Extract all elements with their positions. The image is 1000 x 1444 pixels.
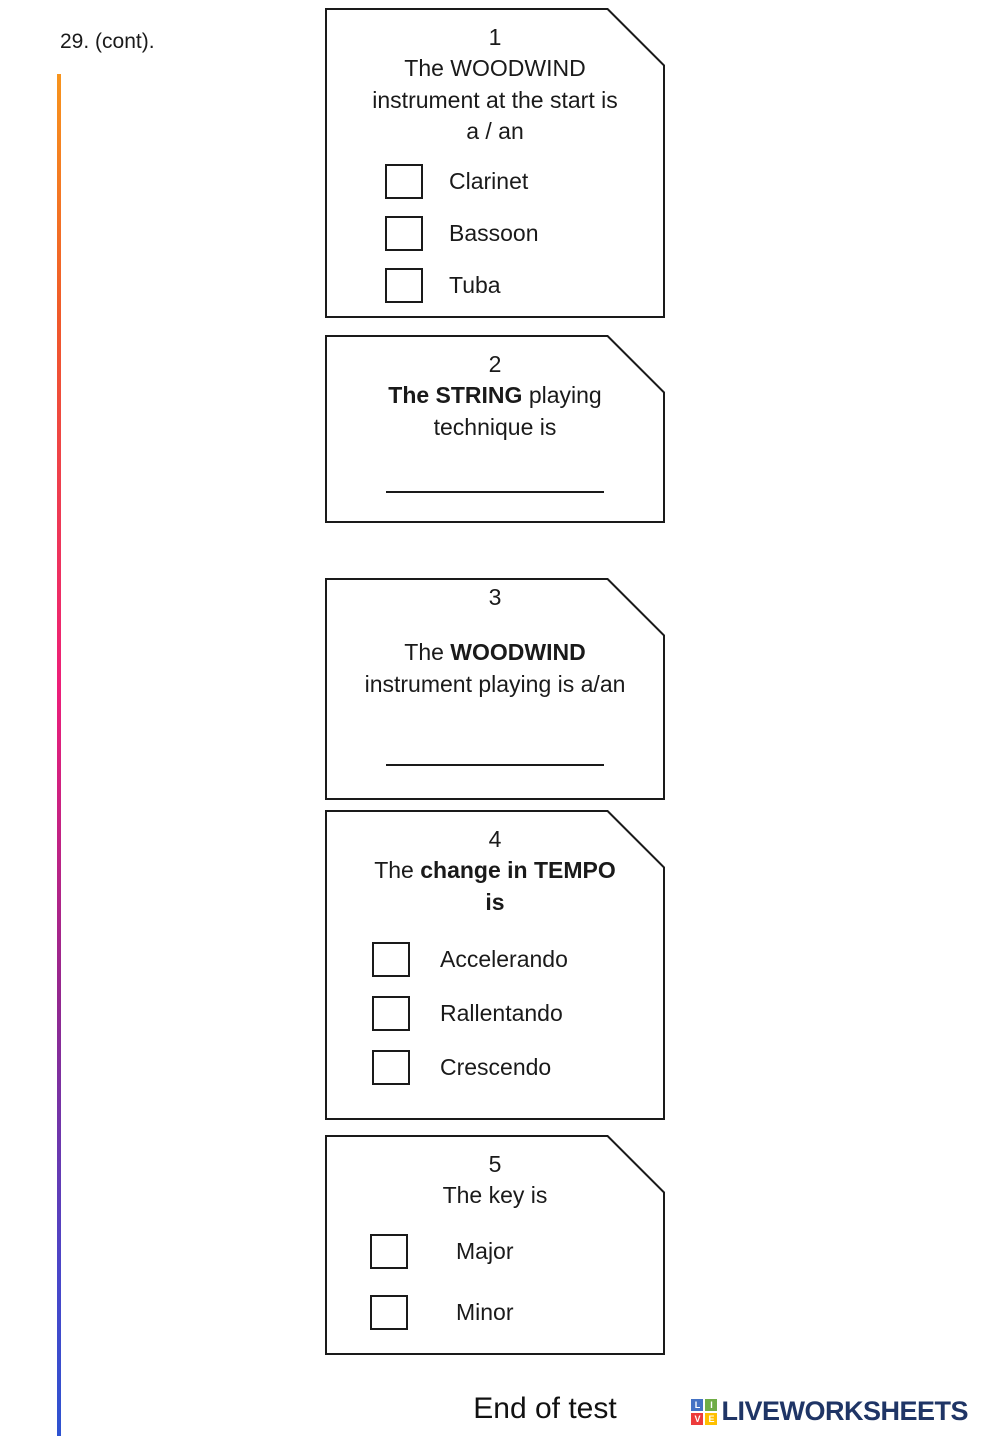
question-card-3: 3 The WOODWIND instrument playing is a/a… [325,578,665,800]
card-number: 5 [488,1151,502,1177]
option-label: Minor [456,1298,514,1325]
option-label: Bassoon [449,220,539,247]
option-row: Minor [370,1294,663,1330]
logo-tile: V [691,1412,704,1425]
card-prompt: The key is [443,1180,548,1212]
prompt-text-bold: WOODWIND [450,639,586,665]
option-checkbox-accelerando[interactable] [372,942,410,978]
logo-tile: L [691,1398,704,1411]
left-gradient-rule [57,74,61,1436]
option-row: Major [370,1233,663,1269]
answer-blank-line[interactable] [386,491,604,493]
question-continuation-label: 29. (cont). [60,30,155,53]
option-checkbox-clarinet[interactable] [385,164,423,200]
option-checkbox-major[interactable] [370,1233,408,1269]
option-label: Major [456,1237,514,1264]
question-card-5: 5 The key is Major Minor [325,1135,665,1355]
option-label: Clarinet [449,168,529,195]
option-checkbox-bassoon[interactable] [385,216,423,252]
option-checkbox-tuba[interactable] [385,268,423,304]
option-list: Major Minor [327,1233,663,1330]
card-number: 2 [488,351,502,377]
card-number: 3 [488,584,502,610]
logo-tile: E [705,1412,718,1425]
prompt-text: The WOODWIND instrument at the start is … [372,55,618,145]
prompt-text-bold: change in TEMPO is [420,857,616,915]
card-prompt: The change in TEMPO is [364,855,626,918]
prompt-text: playing technique is [433,382,602,440]
option-checkbox-crescendo[interactable] [372,1050,410,1086]
option-row: Clarinet [385,164,663,200]
option-list: Accelerando Rallentando Crescendo [327,942,663,1086]
option-list: Clarinet Bassoon Tuba [327,164,663,304]
liveworksheets-logo: L I V E LIVEWORKSHEETS [691,1396,968,1427]
card-prompt: The STRING playing technique is [364,380,626,443]
card-number: 4 [488,826,502,852]
folded-corner-icon [607,1135,665,1193]
prompt-text: The [374,857,421,883]
prompt-text-bold: The STRING [388,382,523,408]
option-row: Crescendo [372,1050,663,1086]
option-row: Rallentando [372,996,663,1032]
prompt-text: instrument playing is a/an [364,670,626,697]
option-checkbox-minor[interactable] [370,1294,408,1330]
card-prompt: The WOODWIND instrument at the start is … [364,53,626,148]
option-checkbox-rallentando[interactable] [372,996,410,1032]
prompt-text: The [404,639,451,665]
option-label: Rallentando [440,1000,563,1027]
question-card-4: 4 The change in TEMPO is Accelerando Ral… [325,810,665,1120]
folded-corner-icon [607,578,665,636]
option-row: Tuba [385,268,663,304]
option-label: Accelerando [440,946,568,973]
option-row: Bassoon [385,216,663,252]
answer-blank-line[interactable] [386,764,604,766]
end-of-test-label: End of test [473,1392,617,1425]
logo-tile: I [705,1398,718,1411]
option-row: Accelerando [372,942,663,978]
option-label: Tuba [449,272,501,299]
card-number: 1 [488,24,502,50]
prompt-text: The key is [442,1182,548,1208]
logo-wordmark: LIVEWORKSHEETS [721,1396,968,1426]
question-card-2: 2 The STRING playing technique is [325,335,665,523]
liveworksheets-logo-icon: L I V E [691,1398,718,1425]
card-prompt: The WOODWIND instrument playing is a/an [364,637,626,700]
question-card-1: 1 The WOODWIND instrument at the start i… [325,8,665,318]
option-label: Crescendo [440,1054,552,1081]
